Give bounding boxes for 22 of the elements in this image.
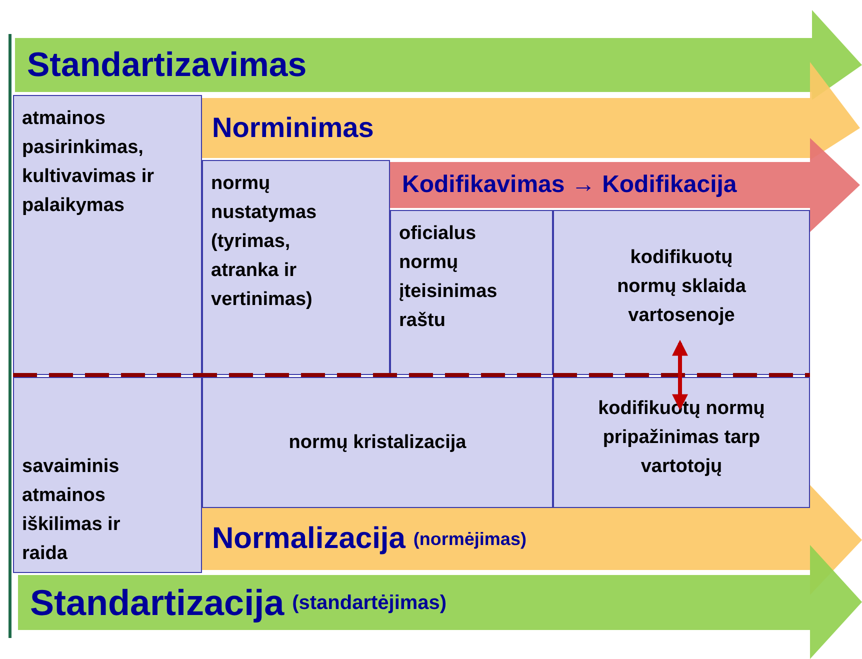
band-title: Standartizavimas xyxy=(27,48,307,82)
stage-text: oficialus normų įteisinimas raštu xyxy=(399,222,498,333)
stage-box xyxy=(13,377,202,573)
stage-text: savaiminis atmainos iškilimas ir raida xyxy=(22,455,122,566)
stage-box xyxy=(202,377,553,508)
stage-box xyxy=(13,95,202,375)
band-title: Norminimas xyxy=(212,114,374,142)
stage-text: atmainos pasirinkimas, kultivavimas ir palaikymas xyxy=(22,107,156,218)
stage-text: kodifikuotų normų sklaida vartosenoje xyxy=(616,246,747,328)
stage-box xyxy=(553,377,810,508)
double-arrow xyxy=(672,340,688,410)
stage-text: normų kristalizacija xyxy=(288,431,466,455)
band-title: Standartizacija xyxy=(30,584,284,620)
stage-box xyxy=(390,210,553,375)
band-subtitle: (normėjimas) xyxy=(413,530,526,548)
stage-text: normų nustatymas (tyrimas, atranka ir vertinimas) xyxy=(211,172,318,312)
band-title: Normalizacija xyxy=(212,524,406,554)
band-subtitle: (standartėjimas) xyxy=(292,592,447,612)
band-title: Kodifikavimas → Kodifikacija xyxy=(402,173,737,197)
stage-text: kodifikuotų normų pripažinimas tarp vartotojų xyxy=(597,397,766,479)
stage-box xyxy=(553,210,810,375)
stage-box xyxy=(202,160,390,375)
